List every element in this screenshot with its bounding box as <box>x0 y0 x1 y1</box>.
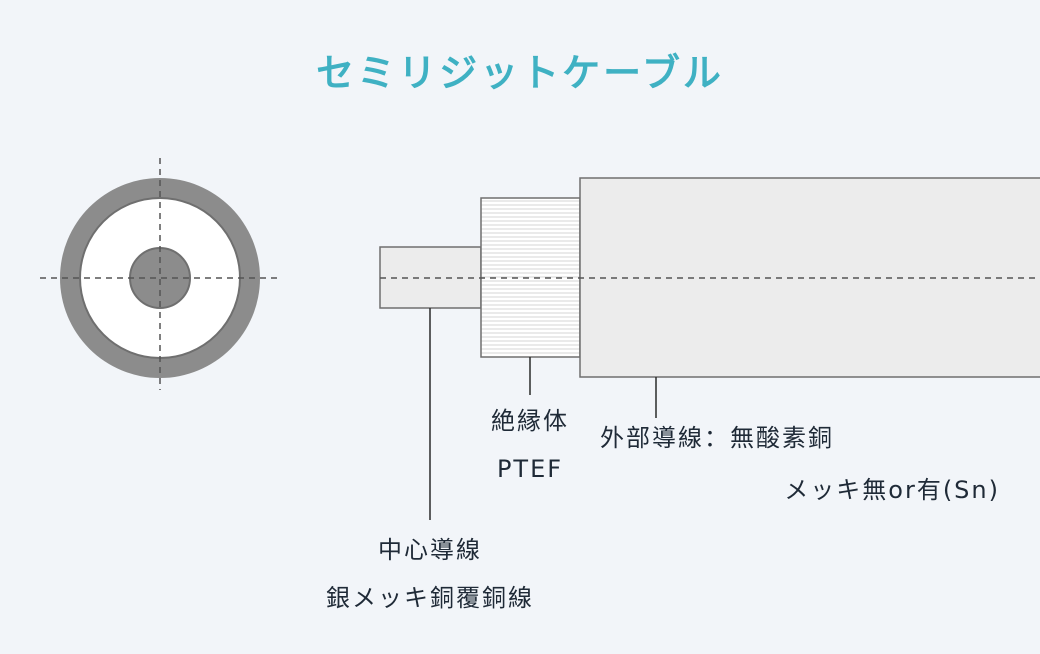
center-conductor-label-name: 中心導線 <box>378 536 482 564</box>
insulator-label-name: 絶縁体 <box>491 407 569 435</box>
cross-section <box>40 158 280 390</box>
cable-side-view <box>379 177 1040 378</box>
outer-conductor-label-plating: メッキ無or有(Sn) <box>784 476 1000 504</box>
outer-conductor-label-name: 外部導線：無酸素銅 <box>600 424 834 452</box>
insulator <box>480 197 581 358</box>
diagram-title: セミリジットケーブル <box>316 51 724 95</box>
center-conductor-label-material: 銀メッキ銅覆銅線 <box>326 584 534 612</box>
insulator-label-material: PTEF <box>497 455 563 483</box>
